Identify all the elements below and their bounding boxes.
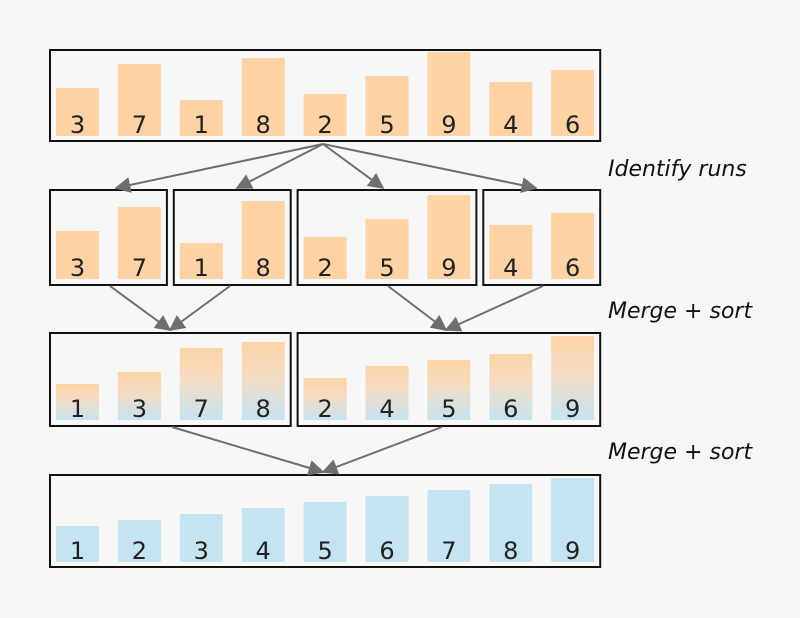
bar-input-9	[427, 52, 471, 136]
bar-label-sorted-5: 5	[317, 537, 332, 565]
bar-label-sorted-7: 7	[441, 537, 456, 565]
bar-runs-1	[179, 243, 223, 279]
arrow-merge1-2-1	[387, 285, 448, 331]
arrow-merge1-1-2	[168, 285, 231, 331]
arrow-merge1-2-2	[444, 285, 544, 332]
bar-merged-pairs-8	[241, 342, 285, 420]
frame-input-1	[49, 49, 602, 142]
bar-label-runs-2: 2	[317, 254, 332, 282]
bar-sorted-9	[551, 478, 595, 562]
bar-sorted-1	[56, 526, 99, 562]
bar-merged-pairs-4	[365, 366, 409, 420]
bar-input-5	[365, 76, 409, 136]
step-label-merge-sort-2: Merge + sort	[608, 440, 753, 465]
step-label-identify-runs: Identify runs	[608, 157, 747, 182]
bar-merged-pairs-2	[303, 378, 347, 420]
bar-label-merged-pairs-7: 7	[194, 395, 209, 423]
frame-runs-4	[482, 189, 602, 286]
frame-merged-pairs-1	[49, 332, 292, 427]
bar-input-8	[241, 58, 285, 136]
bar-input-7	[117, 64, 161, 136]
bar-label-input-1: 1	[194, 111, 209, 139]
bar-label-input-2: 2	[317, 111, 332, 139]
bar-label-input-8: 8	[256, 111, 271, 139]
bar-input-2	[303, 94, 347, 136]
bar-sorted-6	[365, 496, 409, 562]
arrow-identify-run-3	[322, 143, 385, 189]
bar-input-4	[489, 82, 533, 136]
bar-label-merged-pairs-2: 2	[317, 395, 332, 423]
arrow-identify-run-2	[235, 143, 324, 189]
bar-label-input-6: 6	[565, 111, 580, 139]
bar-sorted-4	[241, 508, 285, 562]
arrow-merge2-1	[171, 426, 325, 476]
bar-label-runs-3: 3	[70, 254, 85, 282]
frame-runs-2	[172, 189, 292, 286]
bar-label-input-3: 3	[70, 111, 85, 139]
bar-runs-7	[117, 207, 161, 279]
bar-label-sorted-1: 1	[70, 537, 85, 565]
bar-label-merged-pairs-8: 8	[256, 395, 271, 423]
bar-label-input-5: 5	[379, 111, 394, 139]
bar-merged-pairs-3	[117, 372, 161, 420]
arrow-merge2-2	[321, 426, 443, 475]
frame-merged-pairs-2	[296, 332, 602, 427]
bar-label-runs-8: 8	[256, 254, 271, 282]
arrow-merge1-1-1	[109, 285, 172, 331]
bar-label-runs-4: 4	[503, 254, 518, 282]
bar-label-merged-pairs-3: 3	[132, 395, 147, 423]
bar-input-1	[179, 100, 223, 136]
bar-sorted-5	[303, 502, 347, 562]
bar-runs-5	[365, 219, 409, 279]
bar-sorted-2	[117, 520, 161, 562]
bar-sorted-3	[179, 514, 223, 562]
arrow-identify-run-1	[114, 143, 324, 193]
bar-runs-6	[551, 213, 595, 279]
bar-merged-pairs-6	[489, 354, 533, 420]
arrows	[109, 143, 544, 476]
frame-sorted-1	[49, 474, 602, 568]
bar-input-6	[551, 70, 595, 136]
bar-label-runs-9: 9	[441, 254, 456, 282]
bar-label-merged-pairs-1: 1	[70, 395, 85, 423]
bar-sorted-7	[427, 490, 471, 562]
bar-label-sorted-6: 6	[379, 537, 394, 565]
bar-label-sorted-2: 2	[132, 537, 147, 565]
bar-merged-pairs-7	[179, 348, 223, 420]
bar-label-input-7: 7	[132, 111, 147, 139]
bar-label-input-4: 4	[503, 111, 518, 139]
bar-runs-4	[489, 225, 533, 279]
bar-label-merged-pairs-6: 6	[503, 395, 518, 423]
bar-label-sorted-3: 3	[194, 537, 209, 565]
bar-merged-pairs-9	[551, 336, 595, 420]
bar-label-sorted-4: 4	[256, 537, 271, 565]
bar-runs-9	[427, 195, 471, 279]
bar-label-runs-6: 6	[565, 254, 580, 282]
bar-label-sorted-9: 9	[565, 537, 580, 565]
bar-runs-3	[56, 231, 99, 279]
bar-label-merged-pairs-5: 5	[441, 395, 456, 423]
arrow-identify-run-4	[322, 143, 538, 193]
bar-label-input-9: 9	[441, 111, 456, 139]
step-label-merge-sort-1: Merge + sort	[608, 299, 753, 324]
bar-runs-2	[303, 237, 347, 279]
bar-runs-8	[241, 201, 285, 279]
frames	[49, 49, 602, 568]
frame-runs-1	[49, 189, 168, 286]
bar-label-runs-7: 7	[132, 254, 147, 282]
bar-merged-pairs-5	[427, 360, 471, 420]
bar-label-sorted-8: 8	[503, 537, 518, 565]
bar-input-3	[56, 88, 99, 136]
bar-sorted-8	[489, 484, 533, 562]
bar-merged-pairs-1	[56, 384, 99, 420]
frame-runs-3	[296, 189, 478, 286]
bar-label-runs-5: 5	[379, 254, 394, 282]
bar-label-merged-pairs-4: 4	[379, 395, 394, 423]
bar-label-merged-pairs-9: 9	[565, 395, 580, 423]
bar-label-runs-1: 1	[194, 254, 209, 282]
